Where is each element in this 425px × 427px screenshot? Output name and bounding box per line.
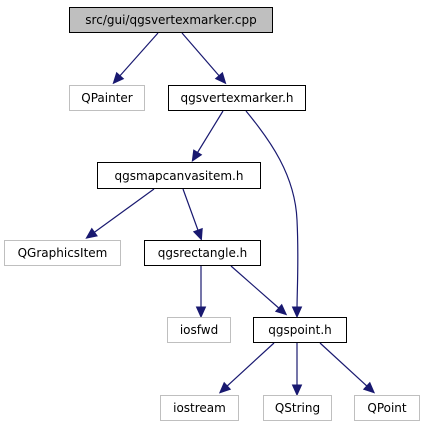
- edge-vertexmarker_h-to-mapcanvasitem_h: [191, 110, 224, 163]
- arrowhead: [191, 149, 203, 163]
- edge-mapcanvasitem_h-to-rectangle_h: [182, 188, 203, 241]
- edge-rectangle_h-to-iosfwd: [195, 266, 207, 319]
- node-iosfwd: iosfwd: [167, 317, 231, 343]
- node-src-gui-qgsvertexmarker-cpp: src/gui/qgsvertexmarker.cpp: [69, 7, 273, 33]
- edge-rectangle_h-to-point_h: [230, 265, 288, 316]
- arrowhead: [192, 227, 203, 241]
- node-qpainter: QPainter: [69, 85, 145, 111]
- edge-mapcanvasitem_h-to-qgraphicsitem: [85, 188, 155, 239]
- edge-root-to-qpainter: [112, 32, 159, 85]
- node-qgsmapcanvasitem-h[interactable]: qgsmapcanvasitem.h: [97, 162, 261, 189]
- edge-point_h-to-qstring: [291, 343, 303, 397]
- edge-point_h-to-iostream: [218, 342, 275, 394]
- arrowhead: [195, 306, 207, 319]
- node-qstring: QString: [263, 395, 332, 421]
- edge-vertexmarker_h-to-point_h: [245, 110, 303, 319]
- node-qgraphicsitem: QGraphicsItem: [4, 240, 121, 266]
- arrowhead: [291, 306, 303, 319]
- node-qpoint: QPoint: [354, 395, 420, 421]
- arrowhead: [85, 227, 98, 239]
- edge-root-to-vertexmarker_h: [181, 32, 227, 85]
- arrowhead: [291, 384, 303, 397]
- node-qgsrectangle-h[interactable]: qgsrectangle.h: [144, 240, 261, 266]
- node-qgsvertexmarker-h[interactable]: qgsvertexmarker.h: [168, 85, 306, 111]
- arrowhead: [218, 381, 232, 394]
- node-iostream: iostream: [160, 395, 239, 421]
- arrowhead: [112, 71, 125, 85]
- arrowhead: [362, 381, 376, 394]
- arrowhead: [214, 71, 227, 85]
- node-qgspoint-h[interactable]: qgspoint.h: [253, 317, 347, 343]
- arrowhead: [274, 303, 288, 316]
- edge-point_h-to-qpoint: [319, 342, 376, 394]
